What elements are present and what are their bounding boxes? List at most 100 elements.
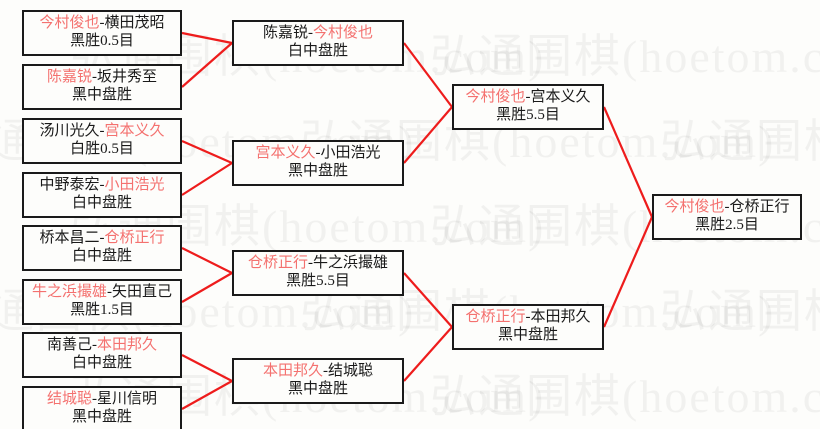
watermark-text: 弘通围棋(hoetom.com) [430,20,820,86]
connector-r1m5-r2m3 [181,247,233,274]
match-result: 黑中盘胜 [71,409,132,425]
player-loser: 汤川光久 [39,123,100,140]
player-separator: - [308,25,313,42]
player-separator: - [315,145,321,162]
player-loser: 牛之浜撮雄 [313,255,389,272]
match-players: 桥本昌二-仓桥正行 [39,230,164,248]
match-box-r1m8[interactable]: 结城聪-星川信明 黑中盘胜 [22,386,182,429]
player-winner: 宫本义久 [255,145,316,162]
player-winner: 仓桥正行 [465,309,526,326]
player-separator: - [724,199,730,216]
match-box-r2m3[interactable]: 仓桥正行-牛之浜撮雄 黑胜5.5目 [232,250,404,296]
player-separator: - [525,309,531,326]
match-result: 黑中盘胜 [287,381,348,397]
match-result: 白胜0.5目 [70,141,134,157]
match-box-r1m2[interactable]: 陈嘉锐-坂井秀至 黑中盘胜 [22,64,182,110]
player-separator: - [92,337,97,354]
match-players: 牛之浜撮雄-矢田直己 [32,284,172,302]
match-box-r1m1[interactable]: 今村俊也-横田茂昭 黑胜0.5目 [22,10,182,56]
player-loser: 结城聪 [328,363,374,380]
player-loser: 坂井秀至 [97,69,158,86]
match-players: 今村俊也-横田茂昭 [39,15,164,33]
connector-r1m2-r2m1 [181,42,233,88]
player-separator: - [323,363,328,380]
match-box-r1m6[interactable]: 牛之浜撮雄-矢田直己 黑胜1.5目 [22,279,182,325]
player-loser: 中野泰宏 [39,177,100,194]
match-players: 仓桥正行-本田邦久 [465,309,590,327]
match-box-r1m5[interactable]: 桥本昌二-仓桥正行 白中盘胜 [22,225,182,271]
player-loser: 星川信明 [97,391,158,408]
player-loser: 横田茂昭 [104,15,165,32]
match-players: 宫本义久-小田浩光 [255,145,380,163]
connector-r1m7-r2m4 [181,354,233,382]
match-result: 黑胜2.5目 [695,217,759,233]
match-box-final[interactable]: 今村俊也-仓桥正行 黑胜2.5目 [652,194,802,240]
match-box-r2m2[interactable]: 宫本义久-小田浩光 黑中盘胜 [232,140,404,186]
player-loser: 矢田直己 [112,284,173,301]
match-players: 结城聪-星川信明 [47,391,157,409]
connector-r2m3-r3m2 [403,272,453,328]
match-players: 今村俊也-仓桥正行 [664,199,789,217]
player-winner: 结城聪 [46,391,92,408]
match-result: 黑胜5.5目 [496,107,560,123]
match-box-r2m1[interactable]: 陈嘉锐-今村俊也 白中盘胜 [232,20,404,66]
match-box-r2m4[interactable]: 本田邦久-结城聪 黑中盘胜 [232,358,404,404]
connector-r1m8-r2m4 [181,380,233,410]
match-result: 黑胜5.5目 [286,273,350,289]
player-winner: 陈嘉锐 [46,69,92,86]
player-loser: 小田浩光 [320,145,381,162]
match-players: 仓桥正行-牛之浜撮雄 [248,255,388,273]
match-result: 白中盘胜 [71,195,132,211]
connector-r3m1-final [602,106,654,218]
player-separator: - [99,123,105,140]
match-result: 黑中盘胜 [497,327,558,343]
connector-r2m1-r3m1 [403,42,453,108]
player-winner: 仓桥正行 [247,255,308,272]
player-separator: - [99,177,105,194]
player-loser: 桥本昌二 [39,230,100,247]
match-box-semifinal-1[interactable]: 今村俊也-宫本义久 黑胜5.5目 [452,84,604,130]
connector-r1m1-r2m1 [181,31,233,45]
match-result: 黑胜0.5目 [70,33,134,49]
player-winner: 小田浩光 [104,177,165,194]
player-winner: 牛之浜撮雄 [31,284,107,301]
match-players: 陈嘉锐-坂井秀至 [47,69,157,87]
match-result: 白中盘胜 [71,355,132,371]
match-players: 中野泰宏-小田浩光 [39,177,164,195]
match-box-r1m7[interactable]: 南善己-本田邦久 白中盘胜 [22,332,182,378]
player-separator: - [99,15,105,32]
match-players: 汤川光久-宫本义久 [39,123,164,141]
match-players: 本田邦久-结城聪 [263,363,373,381]
player-loser: 宫本义久 [530,89,591,106]
connector-r3m2-final [602,216,654,328]
player-separator: - [525,89,531,106]
connector-r1m4-r2m2 [181,162,233,196]
player-separator: - [92,391,97,408]
watermark-text: 弘通围棋(hoetom.com) [430,360,820,426]
match-box-semifinal-2[interactable]: 仓桥正行-本田邦久 黑中盘胜 [452,304,604,350]
player-loser: 本田邦久 [530,309,591,326]
player-winner: 今村俊也 [664,199,725,216]
player-winner: 仓桥正行 [104,230,165,247]
player-winner: 今村俊也 [39,15,100,32]
player-winner: 今村俊也 [465,89,526,106]
player-winner: 本田邦久 [97,337,158,354]
connector-r2m2-r3m1 [403,106,453,164]
match-result: 黑中盘胜 [71,87,132,103]
match-players: 今村俊也-宫本义久 [465,89,590,107]
watermark-text: 弘通围棋(hoetom.com) [660,275,820,341]
player-loser: 南善己 [46,337,92,354]
player-loser: 陈嘉锐 [262,25,308,42]
match-result: 黑中盘胜 [287,163,348,179]
player-separator: - [92,69,97,86]
match-players: 南善己-本田邦久 [47,337,157,355]
match-box-r1m4[interactable]: 中野泰宏-小田浩光 白中盘胜 [22,172,182,218]
match-result: 白中盘胜 [287,43,348,59]
watermark-text: 弘通围棋(hoetom.com) [660,105,820,171]
match-result: 白中盘胜 [71,248,132,264]
connector-r2m4-r3m2 [403,326,453,382]
match-box-r1m3[interactable]: 汤川光久-宫本义久 白胜0.5目 [22,118,182,164]
match-players: 陈嘉锐-今村俊也 [263,25,373,43]
player-winner: 本田邦久 [262,363,323,380]
